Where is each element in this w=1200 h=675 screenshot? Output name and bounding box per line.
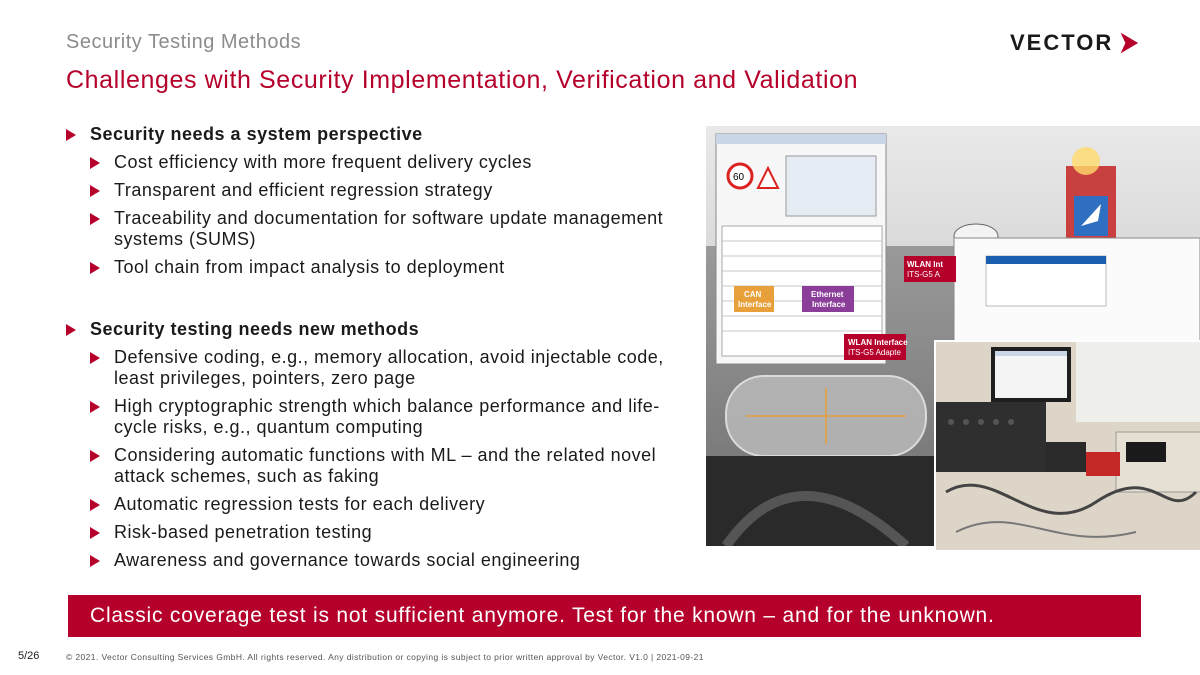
bullet-arrow-icon [90,213,100,225]
list-item: Automatic regression tests for each deli… [66,494,686,515]
key-message-banner: Classic coverage test is not sufficient … [68,595,1141,637]
page-number: 5/26 [18,650,40,662]
list-item: High cryptographic strength which balanc… [66,396,686,438]
test-setup-illustration: 60 CAN Interface Ethernet Interface WLAN… [706,126,1200,546]
bullet-arrow-icon [90,157,100,169]
bullet-arrow-icon [90,527,100,539]
svg-text:60: 60 [733,172,745,183]
slide-title: Challenges with Security Implementation,… [66,66,859,94]
bullet-arrow-icon [90,262,100,274]
svg-text:Interface: Interface [812,300,846,309]
logo-chevron-icon [1120,32,1139,54]
section-kicker: Security Testing Methods [66,31,302,53]
svg-text:WLAN Int: WLAN Int [907,260,943,269]
test-setup-image: 60 CAN Interface Ethernet Interface WLAN… [706,126,1200,546]
section-heading: Security needs a system perspective [66,124,686,145]
bullet-content: Security needs a system perspective Cost… [66,124,686,578]
bullet-arrow-icon [90,555,100,567]
section-heading: Security testing needs new methods [66,319,686,340]
logo-wordmark: VECTOR [1010,30,1114,55]
bullet-arrow-icon [90,499,100,511]
bullet-arrow-icon [90,450,100,462]
list-item: Traceability and documentation for softw… [66,208,686,250]
svg-text:ITS-G5 A: ITS-G5 A [907,270,941,279]
list-item: Transparent and efficient regression str… [66,180,686,201]
list-item: Cost efficiency with more frequent deliv… [66,152,686,173]
footer-legal: © 2021. Vector Consulting Services GmbH.… [66,652,704,662]
lab-hardware-illustration [936,342,1200,550]
svg-text:Interface: Interface [738,300,772,309]
bullet-arrow-icon [90,352,100,364]
list-item: Risk-based penetration testing [66,522,686,543]
bullet-arrow-icon [66,129,76,141]
bullet-arrow-icon [66,324,76,336]
svg-text:WLAN Interface: WLAN Interface [848,338,908,347]
list-item: Defensive coding, e.g., memory allocatio… [66,347,686,389]
bullet-arrow-icon [90,185,100,197]
svg-text:CAN: CAN [744,290,762,299]
list-item: Awareness and governance towards social … [66,550,686,571]
vector-logo: VECTOR [1010,28,1140,58]
svg-text:Ethernet: Ethernet [811,290,844,299]
list-item: Tool chain from impact analysis to deplo… [66,257,686,278]
lab-hardware-photo [934,340,1200,550]
bullet-arrow-icon [90,401,100,413]
list-item: Considering automatic functions with ML … [66,445,686,487]
svg-text:ITS-G5 Adapte: ITS-G5 Adapte [848,348,901,357]
